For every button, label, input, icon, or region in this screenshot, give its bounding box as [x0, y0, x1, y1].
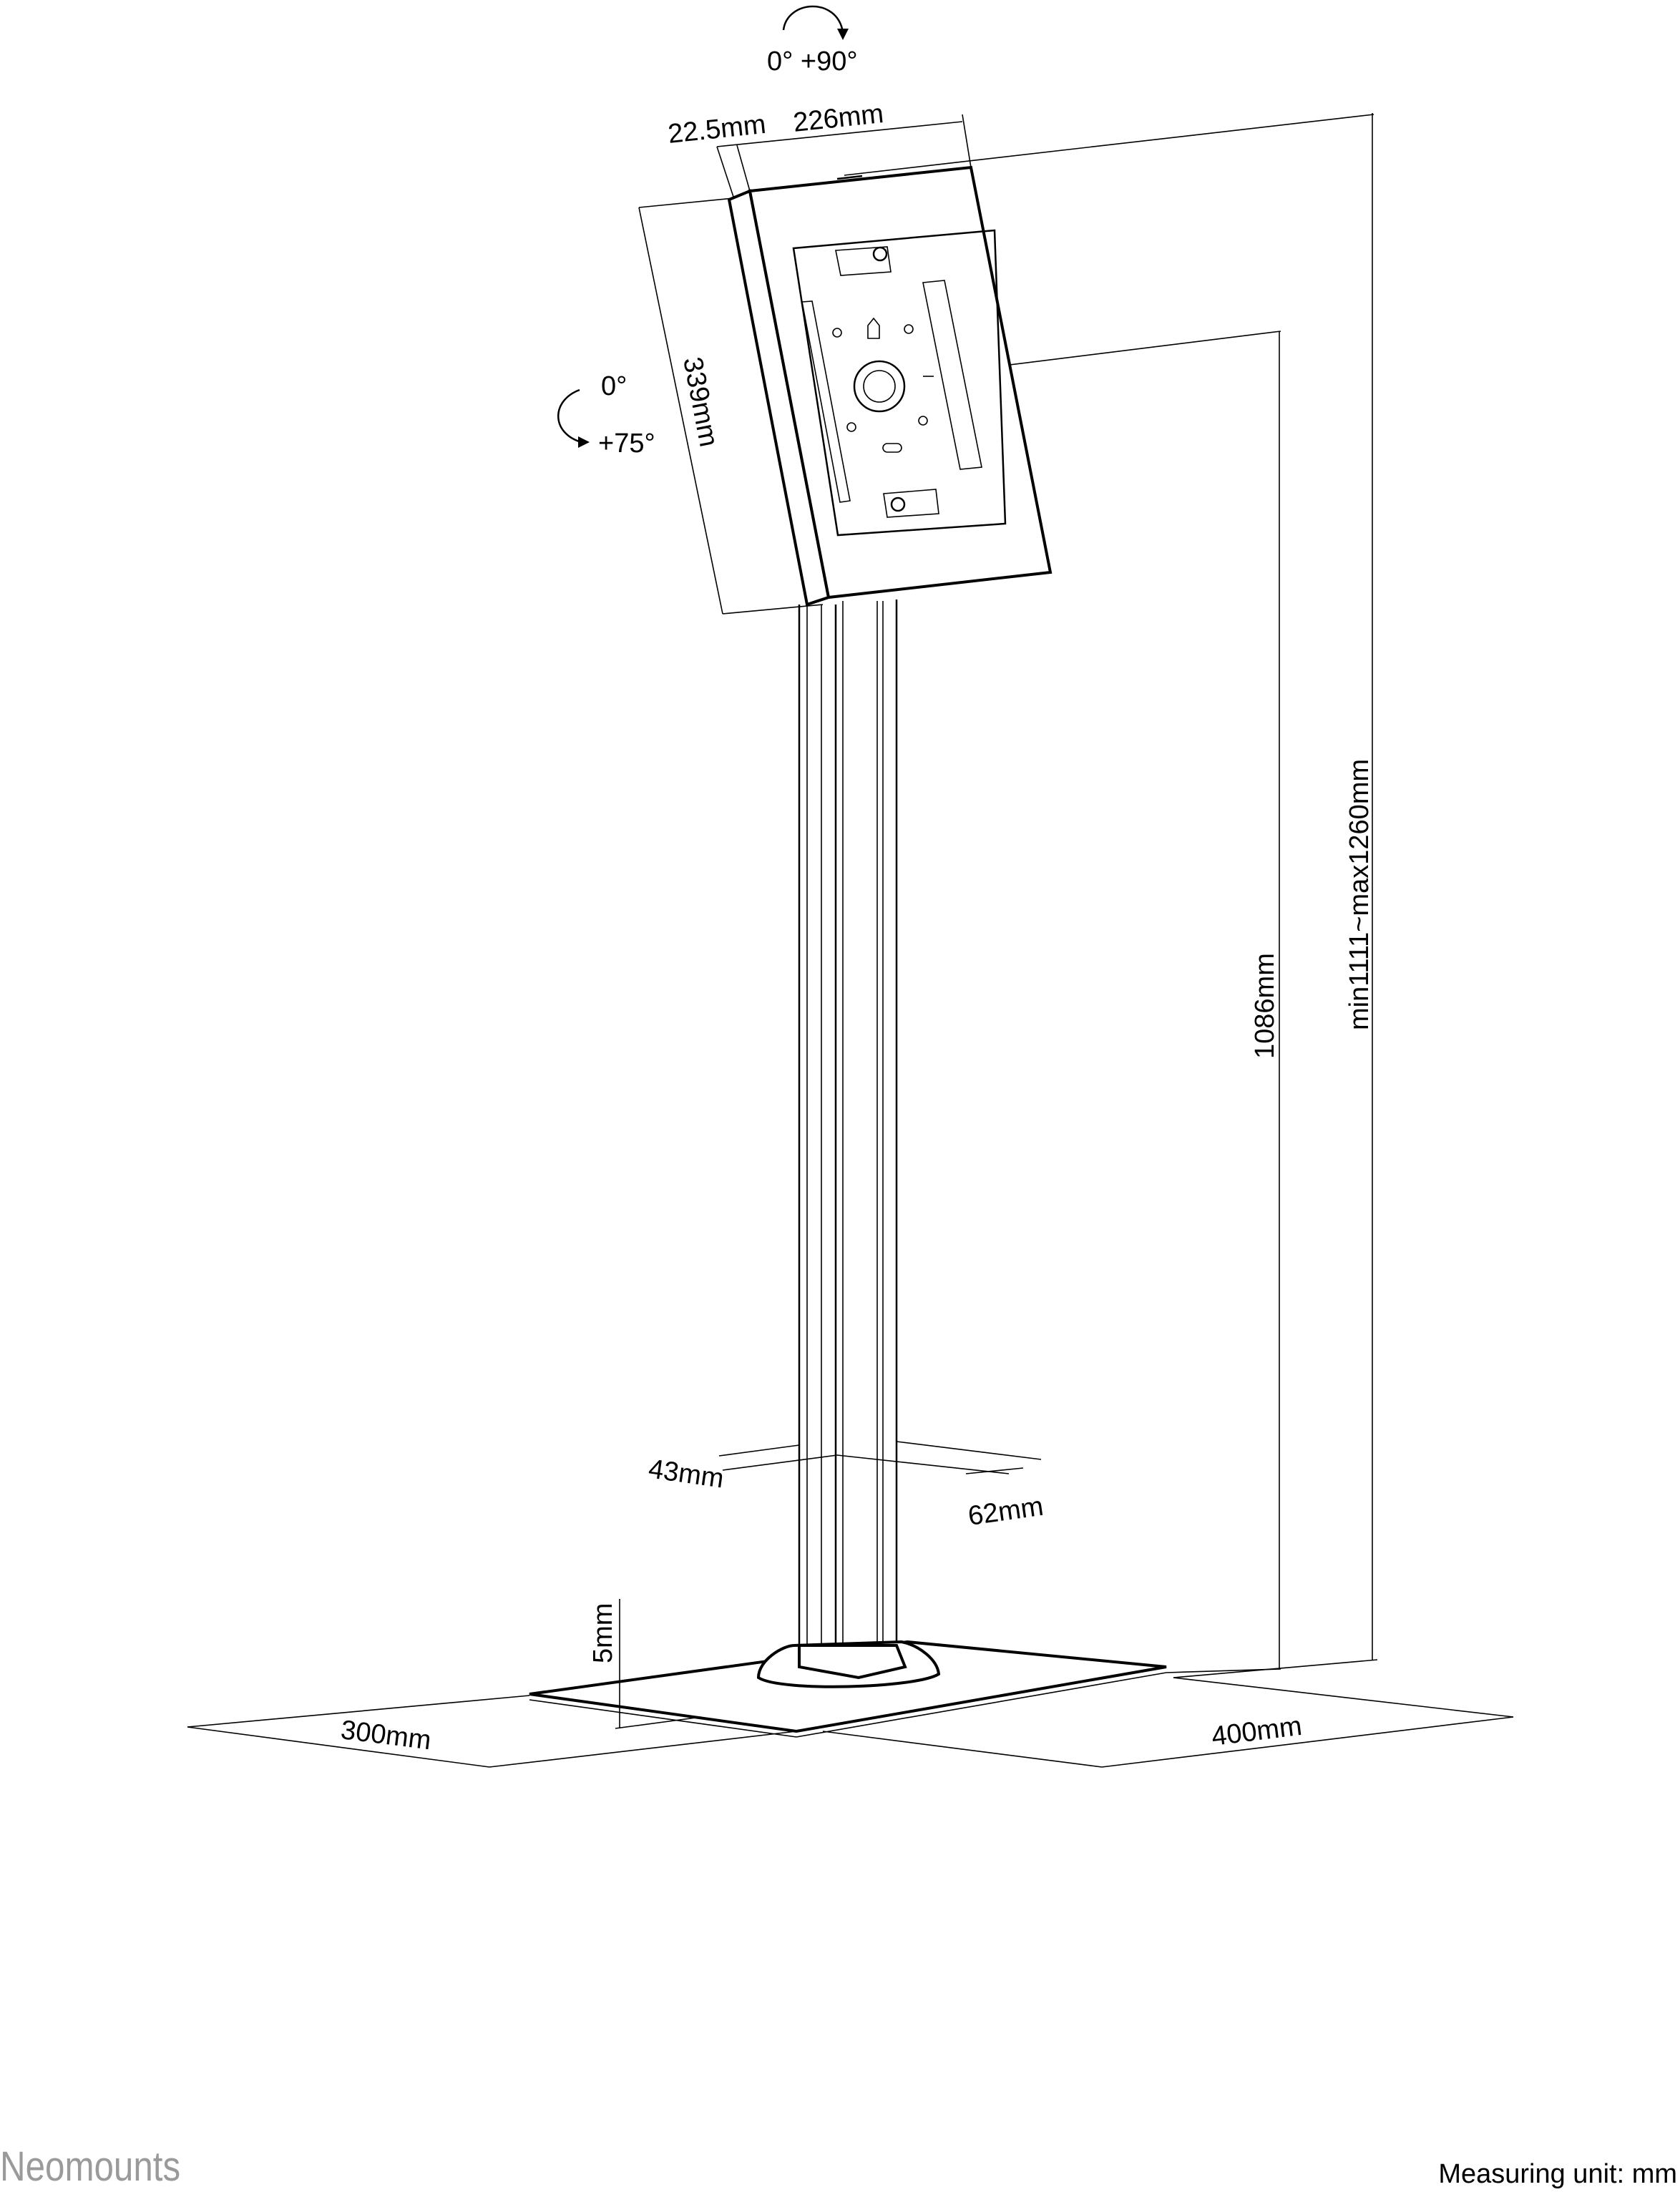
rotation-arrow-side-icon: [557, 388, 590, 448]
dimension-lines-pole: [718, 1441, 1042, 1474]
dim-base-thickness-label: 5mm: [588, 1603, 618, 1663]
rotation-top-label: 0° +90°: [767, 47, 858, 77]
pole: [798, 600, 898, 1667]
dimension-lines-base: [187, 1599, 1514, 1768]
tablet-enclosure: [727, 165, 1053, 607]
base-plate: [529, 1640, 1167, 1738]
measuring-unit-label: Measuring unit: mm: [1438, 2159, 1677, 2189]
rotation-side-end-label: +75°: [598, 429, 655, 459]
dim-height-label: 339mm: [677, 355, 723, 449]
dim-base-depth-label: 300mm: [339, 1715, 433, 1756]
dim-base-width-label: 400mm: [1210, 1711, 1304, 1752]
dim-pole-depth-label: 43mm: [647, 1454, 726, 1494]
dim-total-height-label: min1111~max1260mm: [1344, 759, 1374, 1030]
dim-center-height-label: 1086mm: [1250, 953, 1280, 1059]
brand-logo: Neomounts: [0, 2143, 181, 2190]
dim-width-label: 226mm: [792, 99, 885, 138]
rotation-arrow-top-icon: [782, 5, 849, 40]
dimension-lines-height: [1166, 113, 1378, 1678]
dim-pole-width-label: 62mm: [966, 1492, 1045, 1532]
rotation-side-start-label: 0°: [601, 371, 627, 401]
